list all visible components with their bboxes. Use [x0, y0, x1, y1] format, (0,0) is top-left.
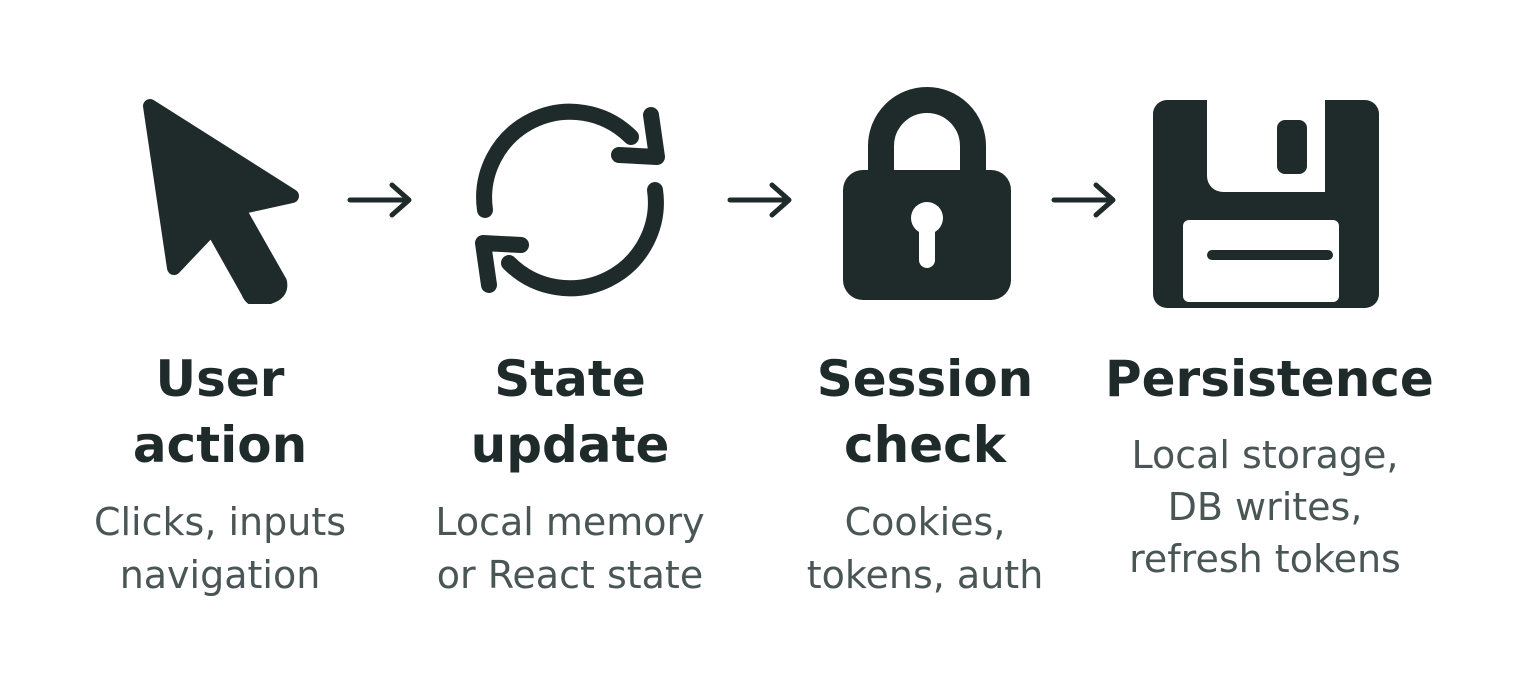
step-description: Local storage, DB writes, refresh tokens: [1129, 433, 1401, 581]
refresh-icon: [455, 85, 685, 315]
step-description: Local memory or React state: [435, 500, 705, 597]
step-title: User action: [132, 350, 308, 474]
step-state-update: State update Local memory or React state: [410, 0, 730, 693]
step-user-action: User action Clicks, inputs navigation: [60, 0, 380, 693]
step-title: Session check: [816, 350, 1034, 474]
floppy-disk-icon: [1151, 98, 1381, 310]
flow-arrow-icon: [1050, 176, 1120, 224]
cursor-icon: [140, 92, 310, 304]
step-persistence: Persistence Local storage, DB writes, re…: [1105, 0, 1434, 693]
lock-icon: [841, 84, 1013, 304]
step-description: Clicks, inputs navigation: [93, 500, 347, 597]
step-session-check: Session check Cookies, tokens, auth: [765, 0, 1085, 693]
flow-arrow-icon: [346, 176, 416, 224]
step-title: Persistence: [1105, 350, 1434, 408]
step-description: Cookies, tokens, auth: [806, 500, 1044, 597]
step-title: State update: [470, 350, 670, 474]
flow-arrow-icon: [726, 176, 796, 224]
